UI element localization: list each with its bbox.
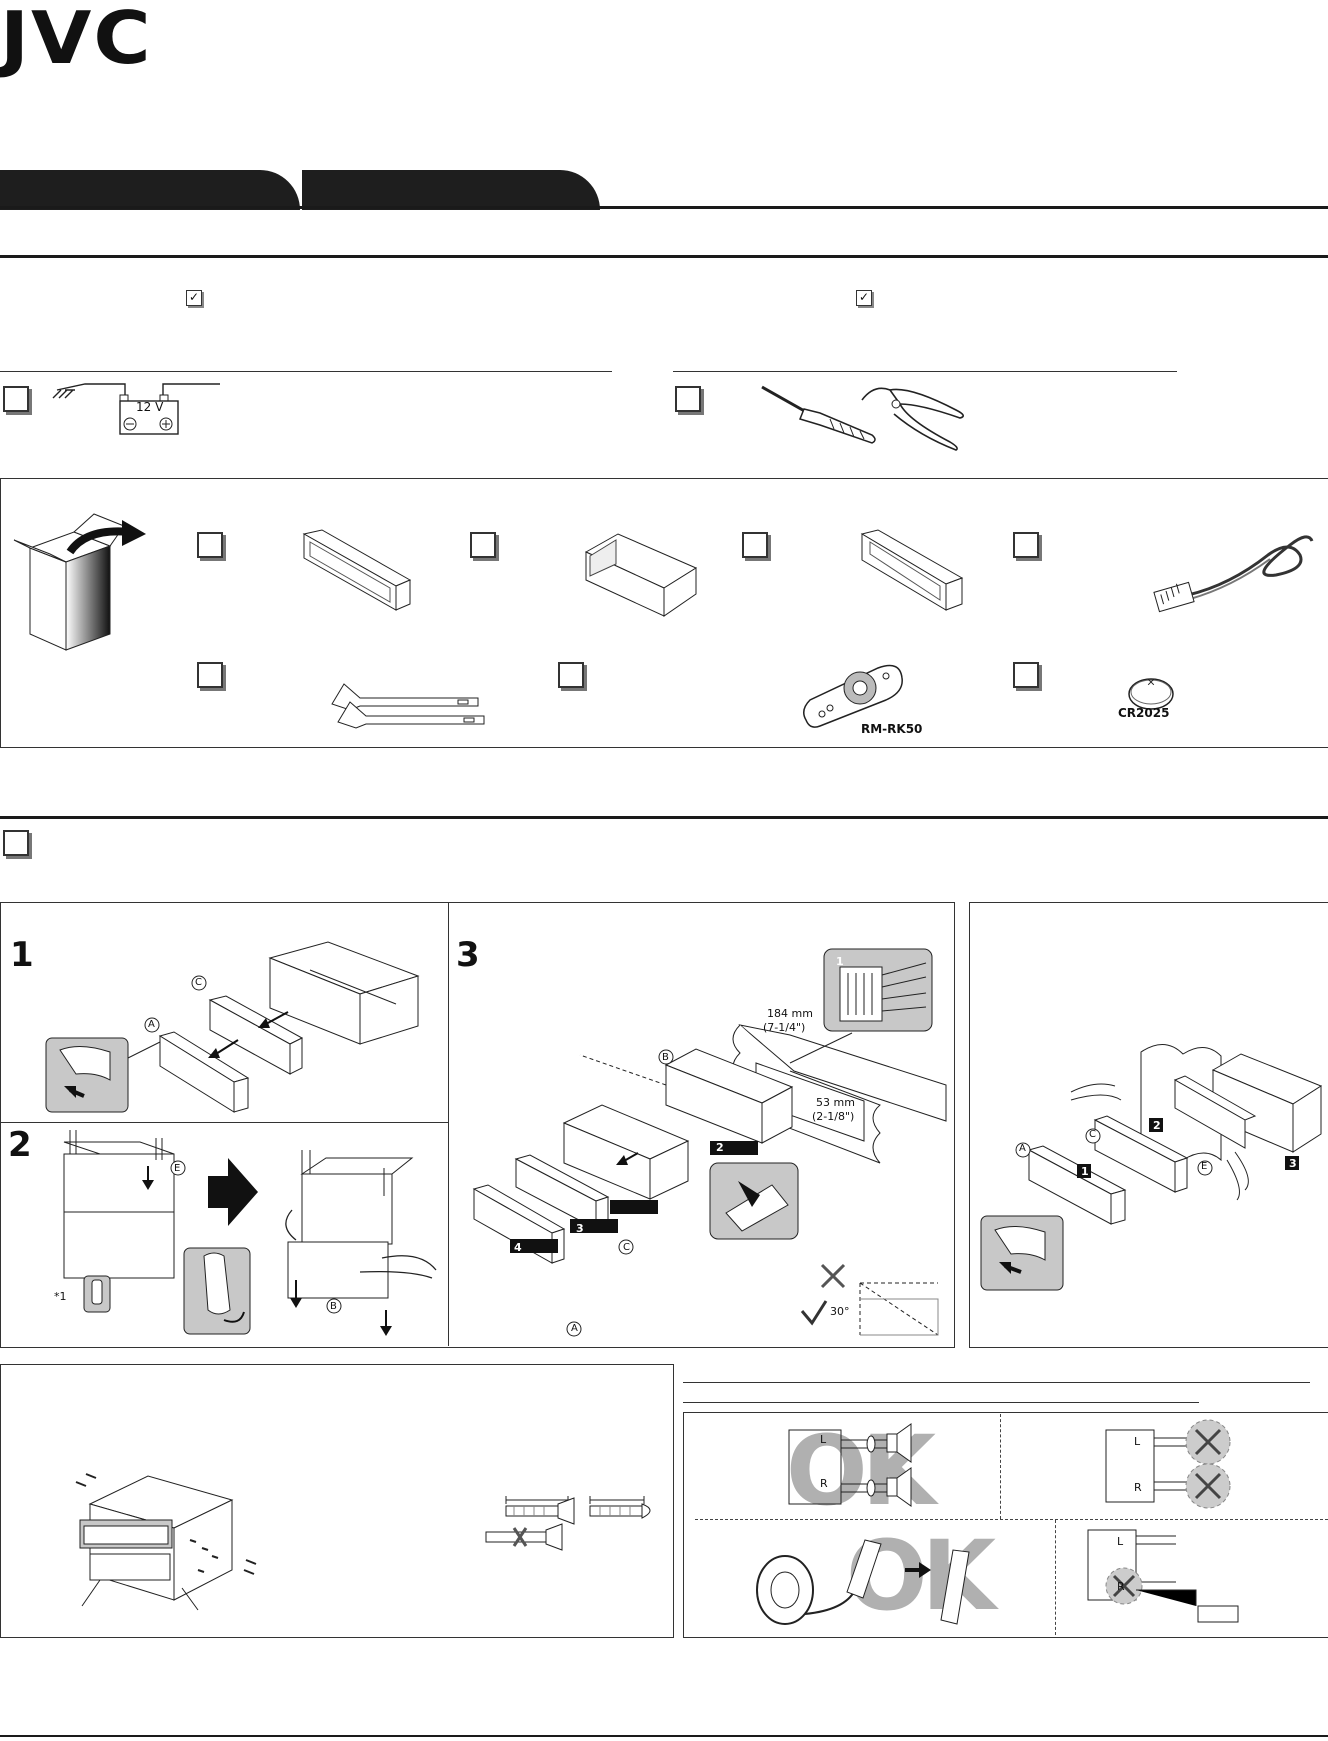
part-c-label: C (623, 1242, 630, 1253)
removal-keys-icon (331, 683, 485, 729)
checkbox[interactable] (197, 532, 223, 558)
battery-voltage: 12 V (136, 400, 164, 414)
angle-label: 30° (830, 1305, 850, 1318)
divider (683, 1382, 1310, 1383)
battery-model-label: CR2025 (1118, 706, 1170, 720)
divider (0, 371, 612, 372)
box-icon (13, 513, 146, 651)
remote-model-label: RM-RK50 (861, 722, 923, 736)
left-channel: L (820, 1433, 827, 1446)
divider (0, 1122, 448, 1123)
jvc-logo: JVC (0, 0, 153, 81)
speaker-ok-diagram (788, 1423, 912, 1507)
part-e-label: E (174, 1163, 181, 1174)
step1-diagram (45, 941, 420, 1113)
coin-battery-icon (1128, 678, 1174, 710)
part-a-label: A (571, 1323, 578, 1334)
battery-diagram (52, 383, 220, 435)
ground-ng-diagram (1087, 1529, 1239, 1623)
checkbox-icon: ✓ (186, 290, 202, 306)
divider (448, 903, 449, 1346)
dim-width-in: (7-1/4") (763, 1021, 806, 1034)
step-number: 2 (8, 1125, 32, 1165)
checkbox[interactable] (742, 532, 768, 558)
step-number: 1 (10, 935, 34, 975)
checkbox[interactable] (1013, 662, 1039, 688)
dim-height-in: (2-1/8") (812, 1110, 855, 1123)
substep-2: 2 (1153, 1119, 1161, 1132)
screw-diagram (485, 1496, 651, 1551)
right-channel: R (820, 1477, 828, 1490)
divider (1000, 1414, 1001, 1519)
right-channel: R (1117, 1580, 1125, 1593)
part-c-label: C (195, 977, 202, 988)
substep-3: 3 (576, 1222, 584, 1235)
right-channel: R (1134, 1481, 1142, 1494)
part-c-label: C (1089, 1129, 1096, 1140)
checkbox[interactable] (470, 532, 496, 558)
substep-4: 4 (514, 1241, 522, 1254)
checkbox[interactable] (3, 830, 29, 856)
insulation-tape-diagram (756, 1539, 970, 1625)
substep-2: 2 (716, 1141, 724, 1154)
divider (1055, 1520, 1056, 1635)
part-e-label: E (1201, 1161, 1208, 1172)
dim-height: 53 mm (816, 1096, 855, 1109)
section-rule-2 (0, 816, 1328, 819)
faceplate-case-icon (302, 529, 412, 611)
divider (683, 1402, 1199, 1403)
part-b-label: B (330, 1301, 337, 1312)
speaker-ng-diagram (1105, 1419, 1231, 1509)
pliers-icon (861, 387, 964, 451)
footer-rule (0, 1735, 1328, 1737)
substep-3: 3 (1289, 1157, 1297, 1170)
checkbox[interactable] (558, 662, 584, 688)
substep-1: 1 (836, 955, 844, 968)
checkbox[interactable] (1013, 532, 1039, 558)
dim-width: 184 mm (767, 1007, 813, 1020)
substep-1: 1 (1081, 1165, 1089, 1178)
checkbox-icon: ✓ (856, 290, 872, 306)
sleeve-icon (584, 533, 698, 617)
checkbox[interactable] (197, 662, 223, 688)
section-tab-right (302, 170, 600, 210)
footnote-mark: *1 (54, 1290, 67, 1303)
step3-diagram (472, 948, 947, 1337)
left-channel: L (1117, 1535, 1124, 1548)
left-channel: L (1134, 1435, 1141, 1448)
trim-plate-icon (860, 529, 964, 611)
step-number: 3 (456, 935, 480, 975)
remote-control-icon (803, 664, 903, 728)
mounting-diagram (75, 1473, 257, 1611)
step2-diagram (63, 1130, 437, 1336)
section-tab-left (0, 170, 300, 210)
part-b-label: B (662, 1052, 669, 1063)
screwdriver-icon (761, 385, 876, 444)
checkbox[interactable] (3, 386, 29, 412)
part-a-label: A (1019, 1143, 1026, 1154)
removal-diagram (980, 1044, 1323, 1291)
wiring-harness-icon (1153, 535, 1314, 613)
divider (673, 371, 1177, 372)
part-a-label: A (148, 1019, 155, 1030)
header-rule (0, 206, 1328, 209)
checkbox[interactable] (675, 386, 701, 412)
section-rule-1 (0, 255, 1328, 258)
divider (695, 1519, 1328, 1520)
